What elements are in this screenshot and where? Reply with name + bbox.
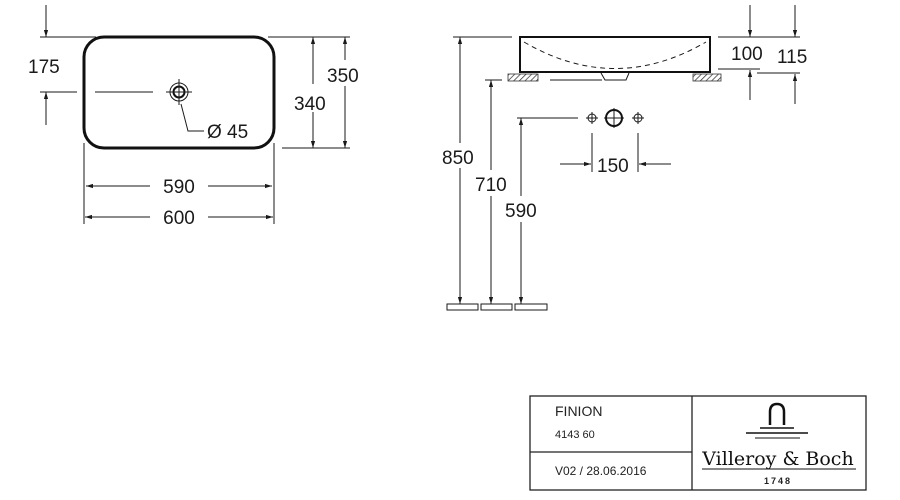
dim-175: 175 xyxy=(28,57,60,78)
floor-blocks xyxy=(446,303,548,311)
article-number: 4143 60 xyxy=(555,429,595,441)
dim-100: 100 xyxy=(731,44,763,65)
drain-outlet xyxy=(600,72,630,81)
title-block: FINION 4143 60 V02 / 28.06.2016 Villeroy… xyxy=(529,395,867,491)
villeroy-boch-logo-icon xyxy=(746,402,808,439)
version-date: V02 / 28.06.2016 xyxy=(555,464,647,478)
side-view: 100 115 850 710 590 xyxy=(442,5,807,311)
dim-600-width: 600 xyxy=(163,208,195,229)
dim-850: 850 xyxy=(442,148,474,169)
basin-outline-side xyxy=(519,36,711,73)
brand-name: Villeroy & Boch xyxy=(701,448,853,470)
drain-icon xyxy=(166,79,192,105)
dim-590-height: 590 xyxy=(505,201,537,222)
basin-outline-top xyxy=(82,35,276,150)
drain-leader xyxy=(180,103,204,132)
dim-710: 710 xyxy=(475,175,507,196)
bowl-hidden-line xyxy=(523,41,707,69)
drain-diameter-label: Ø 45 xyxy=(207,122,248,143)
dim-150: 150 xyxy=(597,156,629,177)
dim-590-width: 590 xyxy=(163,177,195,198)
product-name: FINION xyxy=(555,403,602,419)
countertop-hatch-right xyxy=(692,73,722,82)
dim-115: 115 xyxy=(777,47,807,68)
tap-connection-icon xyxy=(586,108,644,128)
countertop-hatch-left xyxy=(507,73,539,82)
dim-340: 340 xyxy=(294,94,326,115)
brand-year: 1748 xyxy=(764,476,792,486)
top-view: Ø 45 175 350 340 590 600 xyxy=(28,5,359,229)
dim-350: 350 xyxy=(327,66,359,87)
